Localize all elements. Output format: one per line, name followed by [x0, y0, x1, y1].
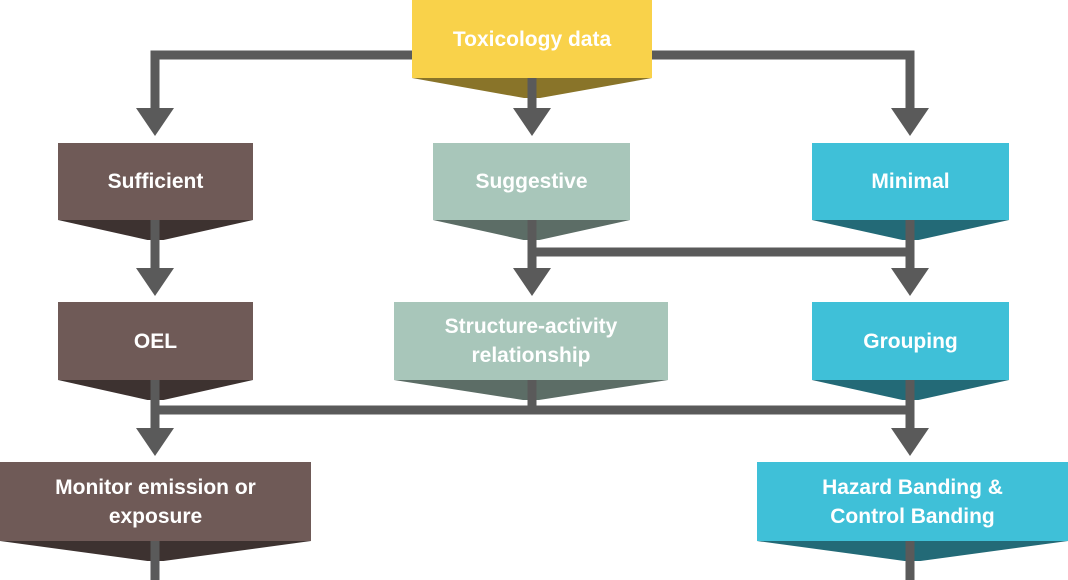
- toxicology-data-box: Toxicology data: [412, 0, 652, 78]
- connector-lines: [150, 50, 915, 580]
- arrowhead-2: [513, 108, 551, 136]
- minimal-box: Minimal: [812, 143, 1009, 220]
- suggestive-box: Suggestive: [433, 143, 630, 220]
- connector-line-2: [652, 50, 915, 112]
- sufficient-box: Sufficient: [58, 143, 253, 220]
- arrowhead-3: [891, 108, 929, 136]
- arrowhead-7: [136, 428, 174, 456]
- hazard-banding-box: Hazard Banding & Control Banding: [757, 462, 1068, 541]
- monitor-emission-box: Monitor emission or exposure: [0, 462, 311, 541]
- connector-arrowheads: [136, 108, 929, 456]
- arrowhead-8: [891, 428, 929, 456]
- arrowhead-1: [136, 108, 174, 136]
- arrowhead-6: [891, 268, 929, 296]
- arrowhead-5: [513, 268, 551, 296]
- structure-activity-box: Structure-activity relationship: [394, 302, 668, 380]
- connector-line-1: [150, 50, 412, 112]
- oel-box: OEL: [58, 302, 253, 380]
- arrowhead-4: [136, 268, 174, 296]
- grouping-box: Grouping: [812, 302, 1009, 380]
